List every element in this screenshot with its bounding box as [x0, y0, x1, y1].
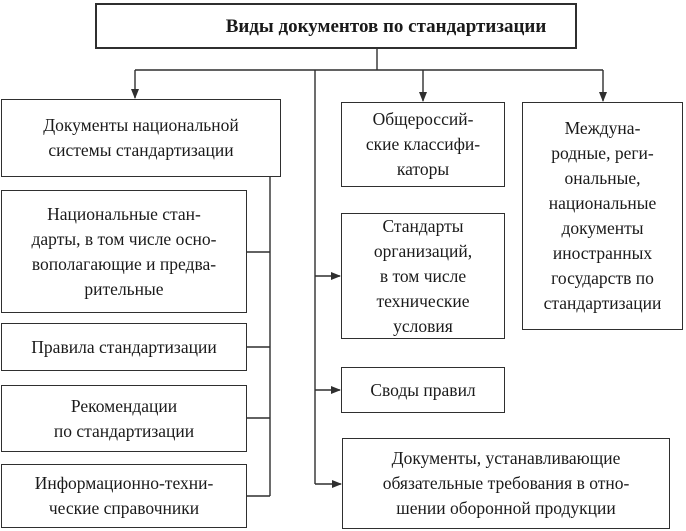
diagram-title: Виды документов по стандартизации: [225, 15, 547, 37]
box-label: Документы, устанавливающие обязательные …: [382, 448, 630, 518]
box-info-technical-references: Информационно-техни- ческие справочники: [1, 464, 247, 528]
box-label: Стандарты организаций, в том числе техни…: [373, 215, 473, 336]
box-national-system-docs: Документы национальной системы стандарти…: [1, 99, 281, 177]
box-label: Междуна- родные, реги- ональные, национа…: [543, 118, 662, 313]
box-defense-product-docs: Документы, устанавливающие обязательные …: [342, 438, 670, 529]
box-international-docs: Междуна- родные, реги- ональные, национа…: [522, 102, 683, 330]
box-all-russian-classifiers: Общероссий- ские классифи- каторы: [341, 102, 505, 187]
box-label: Национальные стан- дарты, в том числе ос…: [31, 203, 217, 299]
box-codes-of-practice: Своды правил: [341, 367, 505, 413]
box-label: Информационно-техни- ческие справочники: [34, 473, 214, 518]
box-label: Правила стандартизации: [31, 336, 217, 357]
box-organization-standards: Стандарты организаций, в том числе техни…: [341, 213, 505, 339]
box-national-standards: Национальные стан- дарты, в том числе ос…: [1, 190, 247, 313]
box-label: Общероссий- ские классифи- каторы: [365, 109, 481, 179]
box-label: Документы национальной системы стандарти…: [43, 115, 239, 160]
box-label: Рекомендации по стандартизации: [53, 395, 195, 441]
box-standardization-rules: Правила стандартизации: [1, 323, 247, 371]
box-label: Своды правил: [370, 379, 476, 400]
box-standardization-recommendations: Рекомендации по стандартизации: [1, 385, 247, 452]
title-box: Виды документов по стандартизации: [95, 3, 577, 49]
